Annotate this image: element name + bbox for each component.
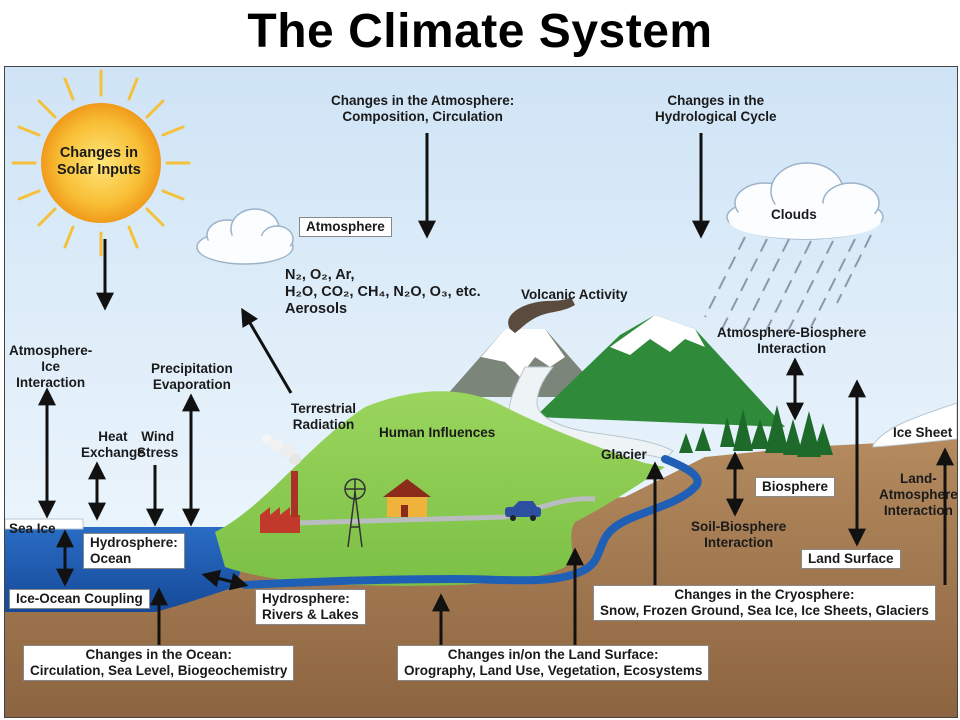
green-mountain-snow <box>610 315 705 355</box>
arrow-ocean-rivers <box>201 569 249 591</box>
river <box>241 455 702 589</box>
windmill-icon <box>344 478 366 548</box>
cloud-icon-left <box>196 208 294 265</box>
green-land <box>215 391 665 586</box>
label-land-changes: Changes in/on the Land Surface:Orography… <box>397 645 710 681</box>
label-land-surface: Land Surface <box>801 549 901 569</box>
car-icon <box>505 501 541 521</box>
label-clouds: Clouds <box>771 207 817 222</box>
label-cryosphere-changes: Changes in the Cryosphere:Snow, Frozen G… <box>593 585 936 621</box>
label-ice-ocean-coupling: Ice-Ocean Coupling <box>9 589 150 609</box>
label-human-influences: Human Influences <box>379 425 496 440</box>
label-ocean-changes: Changes in the Ocean:Circulation, Sea Le… <box>23 645 295 681</box>
label-ice-sheet: Ice Sheet <box>893 425 953 440</box>
label-sea-ice: Sea Ice <box>9 521 56 536</box>
label-hydrosphere-rivers: Hydrosphere:Rivers & Lakes <box>255 589 366 625</box>
volcanic-smoke <box>508 297 575 333</box>
volcano-snow <box>481 329 565 377</box>
label-volcanic-activity: Volcanic Activity <box>521 287 628 302</box>
label-hydrosphere-ocean: Hydrosphere:Ocean <box>83 533 185 569</box>
factory-icon <box>260 434 301 533</box>
ice-sheet <box>872 402 957 448</box>
forest-icon <box>679 405 833 457</box>
label-gases: N₂, O₂, Ar,H₂O, CO₂, CH₄, N₂O, O₃, etc.A… <box>285 267 481 317</box>
label-biosphere: Biosphere <box>755 477 836 497</box>
rain-streaks <box>704 234 872 338</box>
arrow-terrestrial <box>241 307 293 394</box>
green-mountain <box>535 315 785 427</box>
diagram-title: The Climate System <box>247 5 713 58</box>
cloud-icon-right <box>726 162 884 240</box>
label-glacier: Glacier <box>601 447 647 462</box>
sea-ice <box>5 518 84 530</box>
label-atmosphere: Atmosphere <box>299 217 392 237</box>
sun-icon <box>11 69 191 257</box>
label-atmosphere-changes: Changes in the Atmosphere:Composition, C… <box>331 93 515 124</box>
house-icon <box>383 479 431 517</box>
